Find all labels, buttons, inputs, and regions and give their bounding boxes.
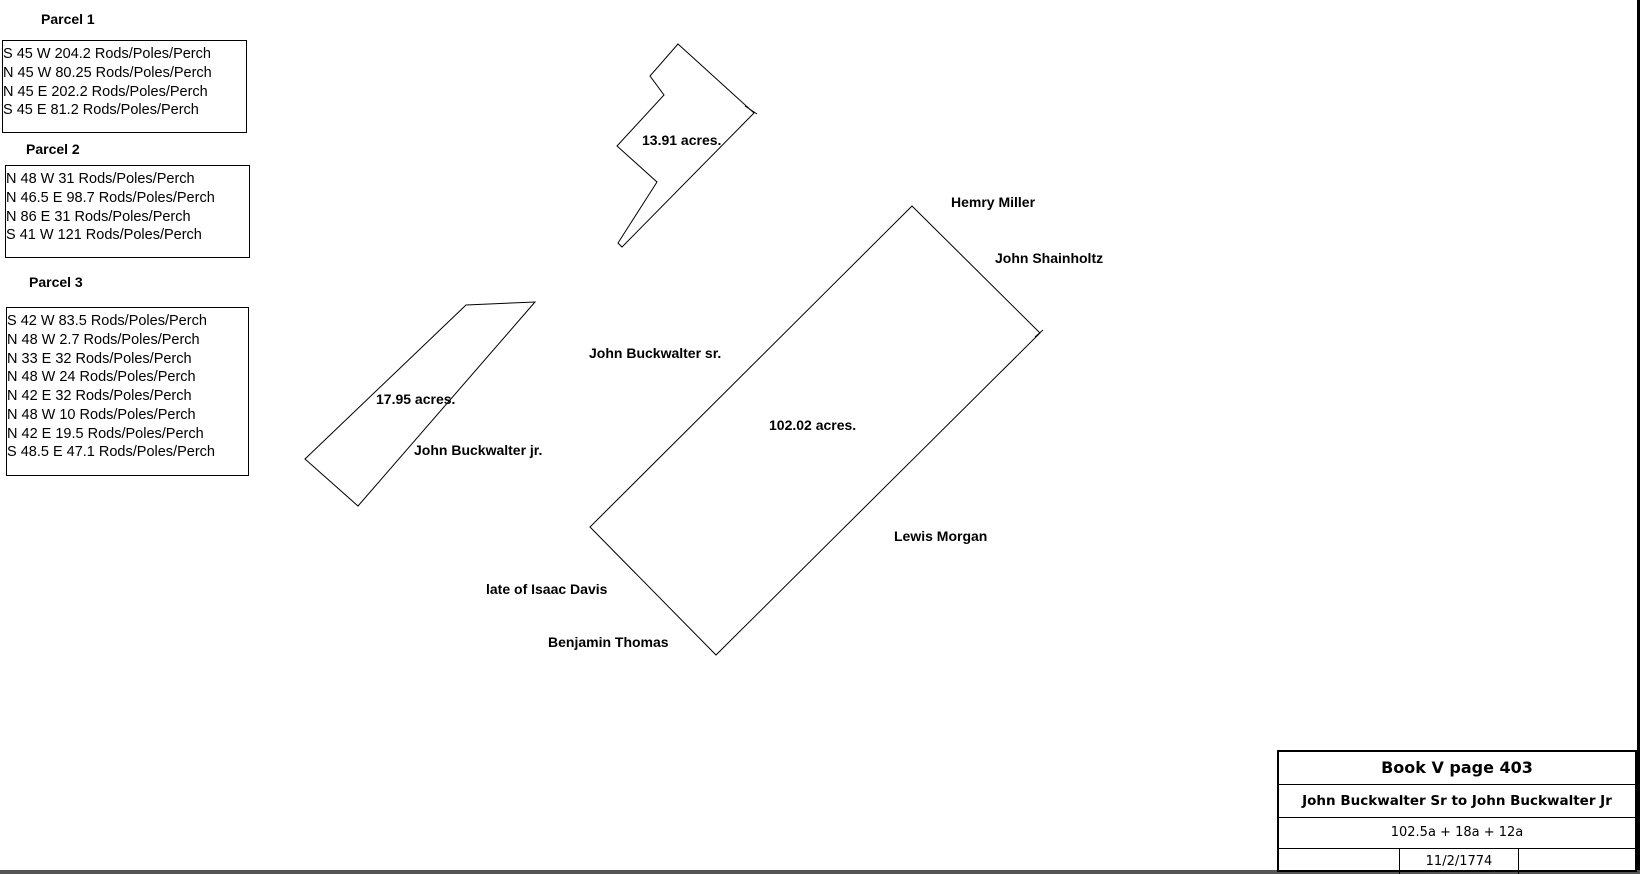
book-page-reference: Book V page 403 <box>1279 752 1635 785</box>
deed-parties: John Buckwalter Sr to John Buckwalter Jr <box>1279 785 1635 818</box>
acreage-summary: 102.5a + 18a + 12a <box>1279 818 1635 849</box>
small-tract-area: 13.91 acres. <box>642 132 721 148</box>
adjoiner-john-buckwalter-sr: John Buckwalter sr. <box>589 345 721 361</box>
bottom-border <box>0 870 1640 874</box>
call-line: S 42 W 83.5 Rods/Poles/Perch <box>7 313 207 329</box>
parcel-2-title: Parcel 2 <box>26 141 80 157</box>
call-line: S 41 W 121 Rods/Poles/Perch <box>6 227 202 244</box>
call-line: N 42 E 19.5 Rods/Poles/Perch <box>7 425 204 442</box>
call-line: N 48 W 24 Rods/Poles/Perch <box>7 369 196 386</box>
title-block: Book V page 403 John Buckwalter Sr to Jo… <box>1277 750 1637 874</box>
adjoiner-lewis-morgan: Lewis Morgan <box>894 528 987 544</box>
main-tract-area: 102.02 acres. <box>769 417 856 433</box>
call-line: N 46.5 E 98.7 Rods/Poles/Perch <box>6 189 215 206</box>
main-tract-tick <box>1034 329 1044 338</box>
left-tract-area: 17.95 acres. <box>376 391 455 407</box>
adjoiner-isaac-davis: late of Isaac Davis <box>486 581 608 597</box>
parcel-3-calls-box: S 42 W 83.5 Rods/Poles/Perch N 48 W 2.7 … <box>6 307 249 476</box>
call-line: N 42 E 32 Rods/Poles/Perch <box>7 388 192 404</box>
parcel-1-title: Parcel 1 <box>41 11 95 27</box>
call-line: N 33 E 32 Rods/Poles/Perch <box>7 350 192 367</box>
adjoiner-hemry-miller: Hemry Miller <box>951 194 1036 210</box>
parcel-3-title: Parcel 3 <box>29 274 83 290</box>
main-tract-outline <box>589 205 1041 656</box>
small-tract-outline <box>616 43 755 248</box>
call-line: S 45 E 81.2 Rods/Poles/Perch <box>3 102 199 119</box>
call-line: N 48 W 2.7 Rods/Poles/Perch <box>7 331 200 348</box>
adjoiner-john-shainholtz: John Shainholtz <box>995 250 1103 266</box>
small-tract-tick <box>744 105 758 115</box>
deed-date: 11/2/1774 <box>1399 849 1519 874</box>
right-border <box>1637 0 1640 874</box>
call-line: N 48 W 31 Rods/Poles/Perch <box>6 171 195 187</box>
parcel-1-calls-box: S 45 W 204.2 Rods/Poles/Perch N 45 W 80.… <box>2 40 247 133</box>
call-line: S 45 W 204.2 Rods/Poles/Perch <box>3 46 211 62</box>
adjoiner-john-buckwalter-jr: John Buckwalter jr. <box>414 442 542 458</box>
adjoiner-benjamin-thomas: Benjamin Thomas <box>548 634 669 650</box>
call-line: S 48.5 E 47.1 Rods/Poles/Perch <box>7 444 215 461</box>
parcel-2-calls-box: N 48 W 31 Rods/Poles/Perch N 46.5 E 98.7… <box>5 165 250 258</box>
left-tract-outline <box>304 301 537 507</box>
call-line: N 48 W 10 Rods/Poles/Perch <box>7 406 196 423</box>
call-line: N 45 W 80.25 Rods/Poles/Perch <box>3 64 212 81</box>
call-line: N 45 E 202.2 Rods/Poles/Perch <box>3 83 208 100</box>
call-line: N 86 E 31 Rods/Poles/Perch <box>6 208 191 225</box>
